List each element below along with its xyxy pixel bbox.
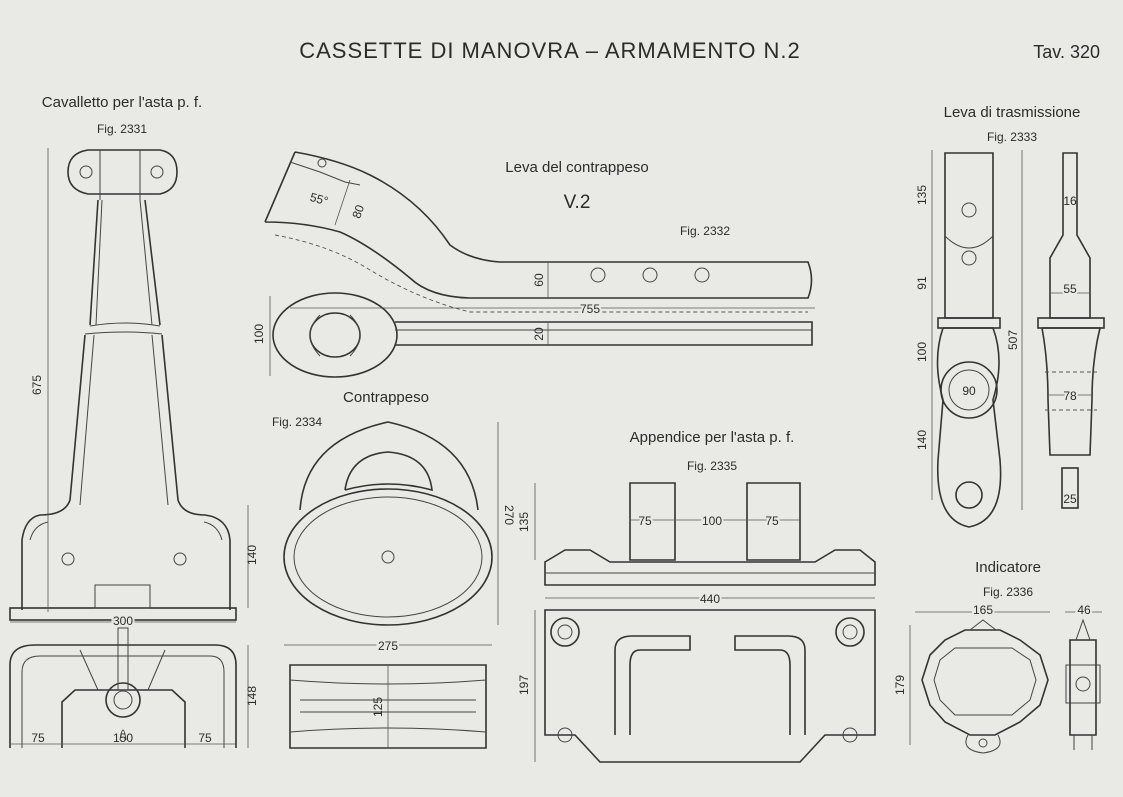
leva-contrappeso-fig: Fig. 2332: [680, 224, 730, 238]
dim-16: 16: [1063, 194, 1077, 208]
indicatore-title: Indicatore: [975, 559, 1041, 576]
dim-a100: 100: [702, 514, 722, 528]
contrappeso-title: Contrappeso: [343, 389, 429, 406]
appendice-title: Appendice per l'asta p. f.: [630, 429, 795, 446]
dim-179: 179: [893, 675, 907, 695]
plate-number: Tav. 320: [1033, 42, 1100, 62]
dim-20: 20: [532, 327, 546, 341]
dim-270: 270: [502, 505, 516, 525]
fig-2331-cavalletto: Cavalletto per l'asta p. f. Fig. 2331 67…: [9, 94, 259, 748]
fig-2332-leva-contrappeso: Leva del contrappeso V.2 Fig. 2332 55° 8…: [252, 151, 815, 378]
dim-angle: 55°: [308, 190, 329, 208]
dim-755: 755: [580, 302, 600, 316]
dim-197: 197: [517, 675, 531, 695]
dim-165: 165: [973, 603, 993, 617]
indicatore-fig: Fig. 2336: [983, 585, 1033, 599]
dim-100-t: 100: [915, 342, 929, 362]
fig-2335-appendice: Appendice per l'asta p. f. Fig. 2335 135…: [517, 429, 876, 763]
leva-contrappeso-title: Leva del contrappeso: [505, 159, 648, 176]
dim-46: 46: [1077, 603, 1091, 617]
dim-675: 675: [30, 375, 44, 395]
dim-275: 275: [378, 639, 398, 653]
leva-variant: V.2: [564, 192, 591, 213]
cavalletto-fig: Fig. 2331: [97, 122, 147, 136]
dim-b75-left: 75: [31, 731, 45, 745]
dim-135: 135: [915, 185, 929, 205]
dim-80: 80: [349, 203, 367, 221]
dim-507: 507: [1006, 330, 1020, 350]
dim-140-t: 140: [915, 430, 929, 450]
dim-91: 91: [915, 276, 929, 290]
dim-300: 300: [113, 614, 133, 628]
appendice-fig: Fig. 2335: [687, 459, 737, 473]
dim-25: 25: [1063, 492, 1077, 506]
contrappeso-fig: Fig. 2334: [272, 415, 322, 429]
fig-2336-indicatore: Indicatore Fig. 2336 165 46 179: [893, 559, 1102, 754]
dim-60: 60: [532, 273, 546, 287]
leva-trasmissione-title: Leva di trasmissione: [944, 104, 1081, 121]
dim-100: 100: [252, 324, 266, 344]
dim-78: 78: [1063, 389, 1077, 403]
fig-2334-contrappeso: Contrappeso Fig. 2334 270 275 125: [272, 389, 516, 749]
leva-trasmissione-fig: Fig. 2333: [987, 130, 1037, 144]
dim-125: 125: [371, 697, 385, 717]
dim-b150: 150: [113, 731, 133, 745]
dim-a75-right: 75: [765, 514, 779, 528]
dim-a75-left: 75: [638, 514, 652, 528]
dim-440: 440: [700, 592, 720, 606]
dim-140: 140: [245, 545, 259, 565]
dim-55: 55: [1063, 282, 1077, 296]
dim-148: 148: [245, 686, 259, 706]
sheet-title: CASSETTE DI MANOVRA – ARMAMENTO N.2: [299, 38, 801, 63]
fig-2333-leva-trasmissione: Leva di trasmissione Fig. 2333 90 135 91…: [915, 104, 1105, 528]
dim-90: 90: [962, 384, 976, 398]
dim-b75-right: 75: [198, 731, 212, 745]
cavalletto-title: Cavalletto per l'asta p. f.: [42, 94, 202, 111]
dim-135-a: 135: [517, 512, 531, 532]
